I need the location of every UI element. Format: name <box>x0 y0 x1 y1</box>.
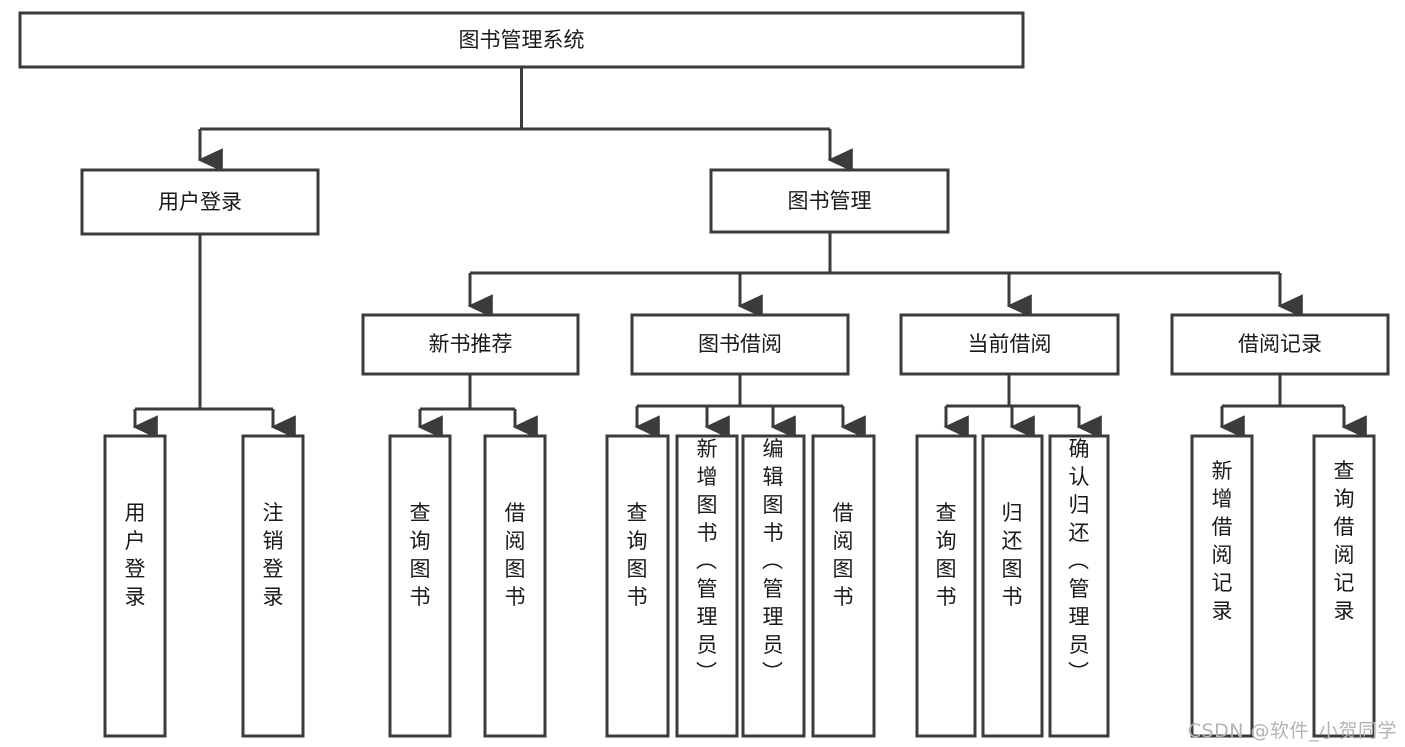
node-root[interactable]: 图书管理系统 <box>18 11 1025 69</box>
node-book-borrow[interactable]: 图书借阅 <box>630 313 850 376</box>
node-leaf-confirm-return-admin-rect[interactable] <box>1048 434 1110 738</box>
node-leaf-query-book-3[interactable]: 查询图书 <box>915 434 977 738</box>
node-leaf-return-book-rect[interactable] <box>981 434 1044 738</box>
node-leaf-borrow-book-2[interactable]: 借阅图书 <box>811 434 876 738</box>
node-book-management-label: 图书管理 <box>788 189 872 213</box>
connector-edges <box>132 67 1367 439</box>
node-leaf-borrow-book-1-label: 借阅图书 <box>505 501 526 609</box>
node-new-book-recommend[interactable]: 新书推荐 <box>361 313 580 376</box>
node-leaf-query-book-3-rect[interactable] <box>915 434 977 738</box>
node-current-borrow[interactable]: 当前借阅 <box>899 313 1120 376</box>
node-leaf-user-login[interactable]: 用户登录 <box>103 434 167 738</box>
node-new-book-recommend-label: 新书推荐 <box>429 332 513 356</box>
node-leaf-user-login-label: 用户登录 <box>125 501 146 609</box>
node-leaf-add-book-admin-rect[interactable] <box>675 434 739 738</box>
node-leaf-add-borrow-record-label: 新增借阅记录 <box>1212 459 1233 623</box>
node-leaf-add-book-admin-label: 新增图书（管理员） <box>696 437 718 685</box>
csdn-watermark: CSDN @软件_小贺同学 <box>1187 720 1397 742</box>
node-leaf-query-borrow-record-rect[interactable] <box>1312 434 1376 738</box>
node-leaf-return-book[interactable]: 归还图书 <box>981 434 1044 738</box>
node-leaf-query-book-1[interactable]: 查询图书 <box>388 434 452 738</box>
node-book-management[interactable]: 图书管理 <box>709 168 950 234</box>
node-leaf-query-borrow-record-label: 查询借阅记录 <box>1334 459 1355 623</box>
node-boxes: 图书管理系统 用户登录 图书管理 新书推荐 图书借阅 <box>18 11 1390 738</box>
node-borrow-record[interactable]: 借阅记录 <box>1170 313 1390 376</box>
node-leaf-confirm-return-admin-label: 确认归还（管理员） <box>1068 437 1090 685</box>
node-leaf-user-logout-label: 注销登录 <box>263 501 284 609</box>
node-leaf-query-book-2-rect[interactable] <box>605 434 670 738</box>
node-current-borrow-rect[interactable] <box>899 313 1120 376</box>
node-leaf-return-book-label: 归还图书 <box>1002 501 1023 609</box>
node-borrow-record-rect[interactable] <box>1170 313 1390 376</box>
node-leaf-query-book-1-label: 查询图书 <box>410 501 431 609</box>
node-leaf-borrow-book-2-rect[interactable] <box>811 434 876 738</box>
node-leaf-add-borrow-record[interactable]: 新增借阅记录 <box>1190 434 1254 738</box>
node-leaf-user-login-rect[interactable] <box>103 434 167 738</box>
node-book-management-rect[interactable] <box>709 168 950 234</box>
node-leaf-borrow-book-1-rect[interactable] <box>483 434 547 738</box>
node-leaf-query-borrow-record[interactable]: 查询借阅记录 <box>1312 434 1376 738</box>
node-book-borrow-label: 图书借阅 <box>698 332 782 356</box>
node-user-login[interactable]: 用户登录 <box>80 168 320 236</box>
node-root-label: 图书管理系统 <box>459 28 585 52</box>
node-user-login-rect[interactable] <box>80 168 320 236</box>
node-leaf-borrow-book-2-label: 借阅图书 <box>833 501 854 609</box>
node-book-borrow-rect[interactable] <box>630 313 850 376</box>
node-current-borrow-label: 当前借阅 <box>968 332 1052 356</box>
node-borrow-record-label: 借阅记录 <box>1238 332 1322 356</box>
node-leaf-confirm-return-admin[interactable]: 确认归还（管理员） <box>1048 434 1110 738</box>
node-leaf-add-borrow-record-rect[interactable] <box>1190 434 1254 738</box>
node-new-book-recommend-rect[interactable] <box>361 313 580 376</box>
node-leaf-query-book-1-rect[interactable] <box>388 434 452 738</box>
node-leaf-borrow-book-1[interactable]: 借阅图书 <box>483 434 547 738</box>
node-leaf-edit-book-admin-label: 编辑图书（管理员） <box>762 437 784 685</box>
node-root-rect[interactable] <box>18 11 1025 69</box>
node-leaf-edit-book-admin[interactable]: 编辑图书（管理员） <box>741 434 806 738</box>
node-leaf-user-logout[interactable]: 注销登录 <box>241 434 305 738</box>
node-user-login-label: 用户登录 <box>158 190 242 214</box>
node-leaf-query-book-3-label: 查询图书 <box>936 501 957 609</box>
node-leaf-query-book-2[interactable]: 查询图书 <box>605 434 670 738</box>
node-leaf-query-book-2-label: 查询图书 <box>627 501 648 609</box>
node-leaf-user-logout-rect[interactable] <box>241 434 305 738</box>
node-leaf-add-book-admin[interactable]: 新增图书（管理员） <box>675 434 739 738</box>
node-leaf-edit-book-admin-rect[interactable] <box>741 434 806 738</box>
